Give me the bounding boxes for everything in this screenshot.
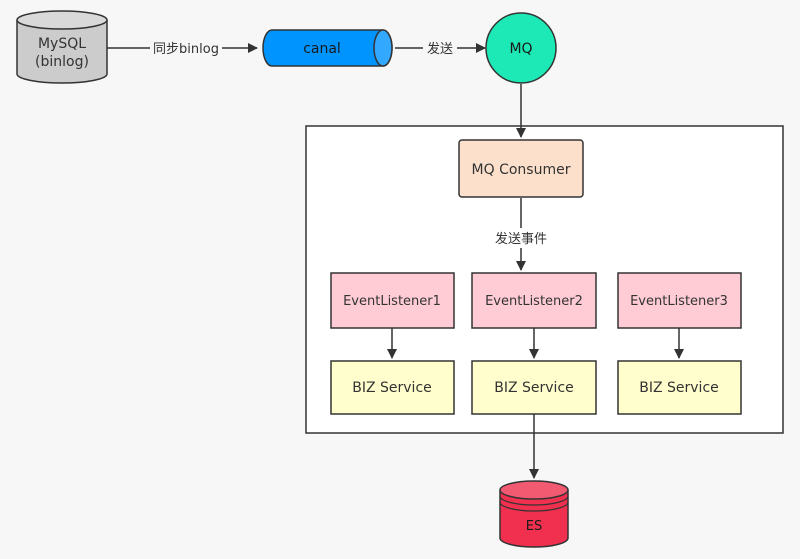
canal-label: canal <box>303 41 341 57</box>
event-listener2-label: EventListener2 <box>485 294 583 309</box>
mysql-label-line2: (binlog) <box>35 54 89 70</box>
biz-service1-node: BIZ Service <box>330 360 455 415</box>
mysql-label-line1: MySQL <box>38 36 86 52</box>
mq-label: MQ <box>509 41 532 57</box>
mq-node: MQ <box>485 12 557 84</box>
edge-consumer-listener2: 发送事件 <box>490 198 552 271</box>
es-label: ES <box>526 519 542 534</box>
mysql-node: MySQL (binlog) <box>16 10 108 84</box>
event-listener1-node: EventListener1 <box>330 272 455 329</box>
canal-node: canal <box>262 29 393 67</box>
edge-canal-mq: 发送 <box>395 38 486 58</box>
edge-label-send-event: 发送事件 <box>495 231 547 247</box>
biz-service2-label: BIZ Service <box>494 380 574 396</box>
mq-consumer-label: MQ Consumer <box>472 162 571 178</box>
edge-label-send: 发送 <box>427 41 453 57</box>
event-listener3-node: EventListener3 <box>617 272 742 329</box>
biz-service1-label: BIZ Service <box>352 380 432 396</box>
event-listener1-label: EventListener1 <box>343 294 441 309</box>
event-listener3-label: EventListener3 <box>630 294 728 309</box>
edge-mysql-canal: 同步binlog <box>107 38 258 58</box>
edge-label-sync-binlog: 同步binlog <box>153 42 219 57</box>
event-listener2-node: EventListener2 <box>471 272 597 329</box>
mq-consumer-node: MQ Consumer <box>458 139 584 198</box>
biz-service2-node: BIZ Service <box>471 360 597 415</box>
biz-service3-node: BIZ Service <box>617 360 742 415</box>
es-node: ES <box>499 480 569 548</box>
biz-service3-label: BIZ Service <box>639 380 719 396</box>
